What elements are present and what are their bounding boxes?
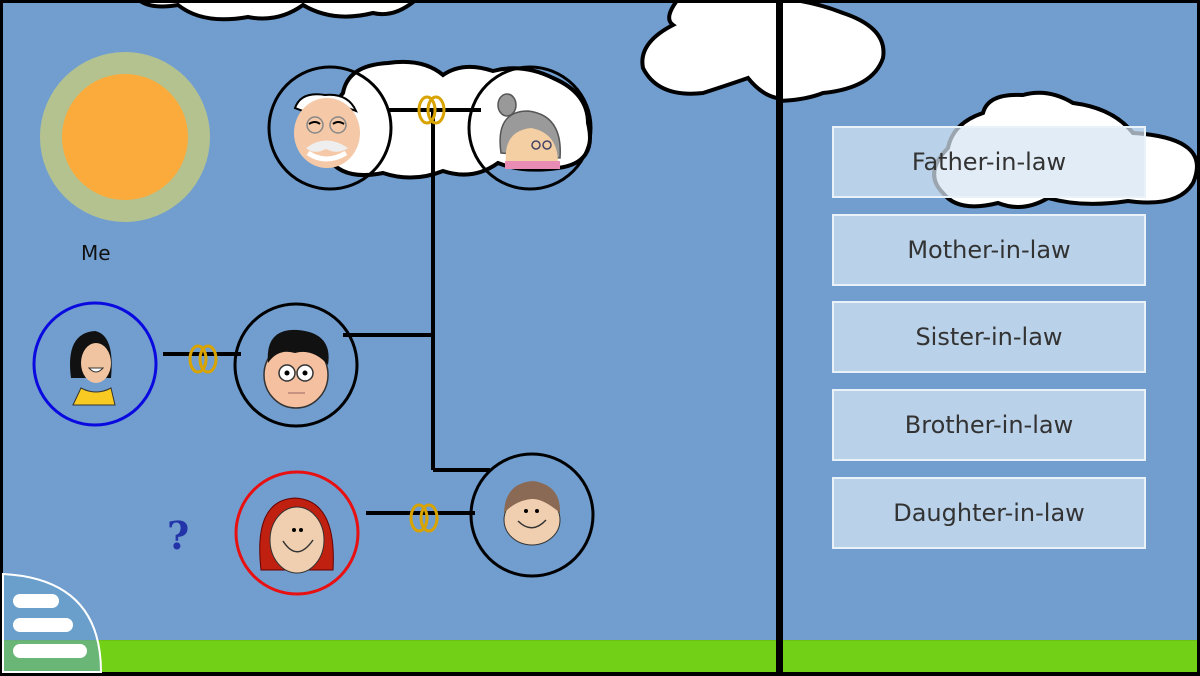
answer-label: Brother-in-law [904, 411, 1074, 439]
answer-father-in-law[interactable]: Father-in-law [832, 126, 1146, 198]
woman-face-icon [70, 331, 116, 406]
wedding-rings-icon [188, 344, 218, 374]
answer-daughter-in-law[interactable]: Daughter-in-law [832, 477, 1146, 549]
scene-svg [32, 3, 776, 596]
me-label: Me [81, 241, 111, 265]
cloud-top-right-part [783, 3, 886, 103]
boy-with-glasses-face-icon [263, 329, 329, 409]
answer-label: Mother-in-law [907, 236, 1071, 264]
grass-strip [3, 640, 776, 672]
menu-icon [2, 572, 103, 673]
old-woman-face-icon [497, 93, 561, 169]
question-mark-icon: ? [167, 513, 190, 558]
target-circle[interactable] [234, 470, 360, 596]
brother-circle[interactable] [469, 452, 595, 578]
family-tree-panel: Me ? [3, 3, 776, 672]
brown-haired-boy-face-icon [503, 481, 561, 546]
answer-sister-in-law[interactable]: Sister-in-law [832, 301, 1146, 373]
answer-label: Sister-in-law [915, 323, 1063, 351]
menu-button[interactable] [2, 572, 103, 673]
old-man-face-icon [293, 93, 360, 168]
husband-circle[interactable] [233, 302, 359, 428]
cloud-top-left [139, 3, 415, 22]
cloud-top-right [640, 3, 776, 100]
grandmother-circle[interactable] [467, 65, 593, 191]
sun-icon [62, 74, 188, 200]
answer-label: Father-in-law [911, 148, 1067, 176]
answer-label: Daughter-in-law [893, 499, 1085, 527]
grandfather-circle[interactable] [267, 65, 393, 191]
grass-strip [783, 640, 1197, 672]
me-circle[interactable] [32, 301, 158, 427]
answer-brother-in-law[interactable]: Brother-in-law [832, 389, 1146, 461]
answer-mother-in-law[interactable]: Mother-in-law [832, 214, 1146, 286]
wedding-rings-icon [409, 503, 439, 533]
wedding-rings-icon [417, 95, 446, 125]
red-haired-woman-face-icon [259, 497, 334, 574]
